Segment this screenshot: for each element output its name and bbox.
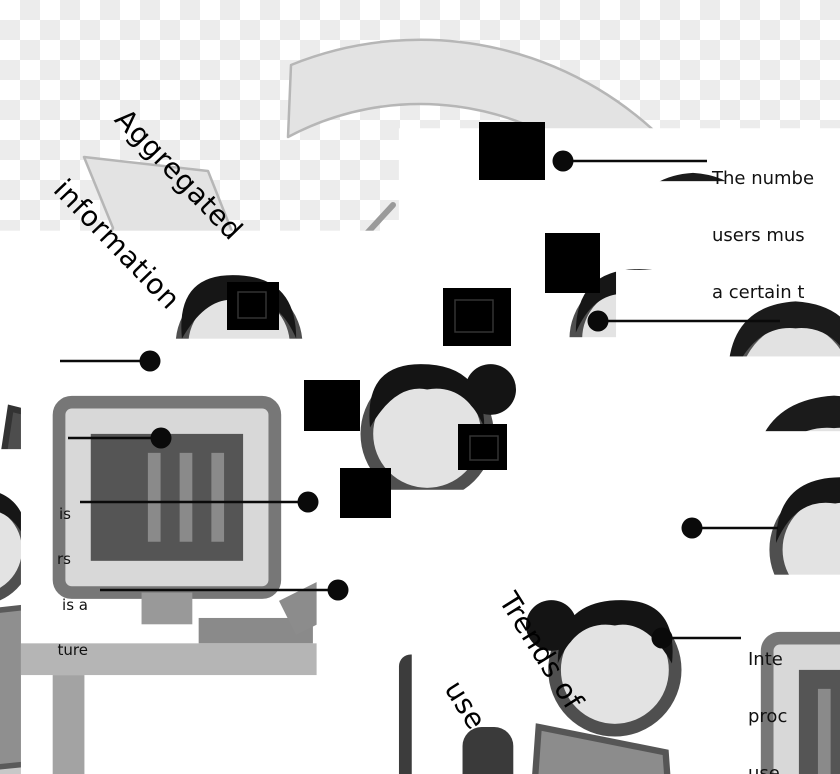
- callout-dot: [681, 517, 703, 539]
- label-line: information: [47, 172, 187, 316]
- redacted-box: [458, 424, 507, 470]
- redacted-box: [479, 122, 545, 180]
- callout-text-left-low: is a ture: [0, 568, 88, 688]
- redacted-box-outline: [454, 299, 494, 333]
- callout-text-left-mid: is rs: [0, 477, 71, 597]
- callout-dot: [327, 579, 349, 601]
- callout-text-line: ture: [57, 641, 88, 659]
- label-line: use: [437, 674, 493, 736]
- callout-graphics: [60, 150, 780, 649]
- callout-dot: [587, 310, 609, 332]
- redacted-box: [340, 468, 391, 518]
- redacted-box: [227, 282, 279, 330]
- label-line: Aggregated: [108, 102, 250, 247]
- callout-dot: [297, 491, 319, 513]
- callout-dot: [139, 350, 161, 372]
- callout-text-line: proc: [748, 706, 788, 727]
- callout-text-line: rs: [57, 550, 71, 568]
- callout-text-line: users mus: [712, 225, 805, 246]
- redacted-box-outline: [237, 291, 267, 319]
- callout-dot: [150, 427, 172, 449]
- redacted-box: [443, 288, 511, 346]
- callout-text-line: is: [59, 505, 71, 523]
- callout-text-line: is a: [62, 596, 88, 614]
- redacted-boxes: [227, 122, 600, 518]
- callout-text-line: The numbe: [712, 168, 815, 189]
- callout-text-line: a certain t: [712, 282, 805, 303]
- redacted-box-outline: [469, 435, 499, 461]
- redacted-box: [304, 380, 360, 431]
- callout-text-threshold: The numbe users mus a certain t: [712, 131, 814, 340]
- callout-dot: [651, 627, 673, 649]
- callout-text-line: use: [748, 763, 780, 774]
- redacted-box: [545, 233, 600, 293]
- callout-text-line: Inte: [748, 649, 783, 670]
- label-line: Trends of: [492, 586, 591, 716]
- callout-text-integrate: Inte proc use: [748, 612, 787, 774]
- callout-dot: [552, 150, 574, 172]
